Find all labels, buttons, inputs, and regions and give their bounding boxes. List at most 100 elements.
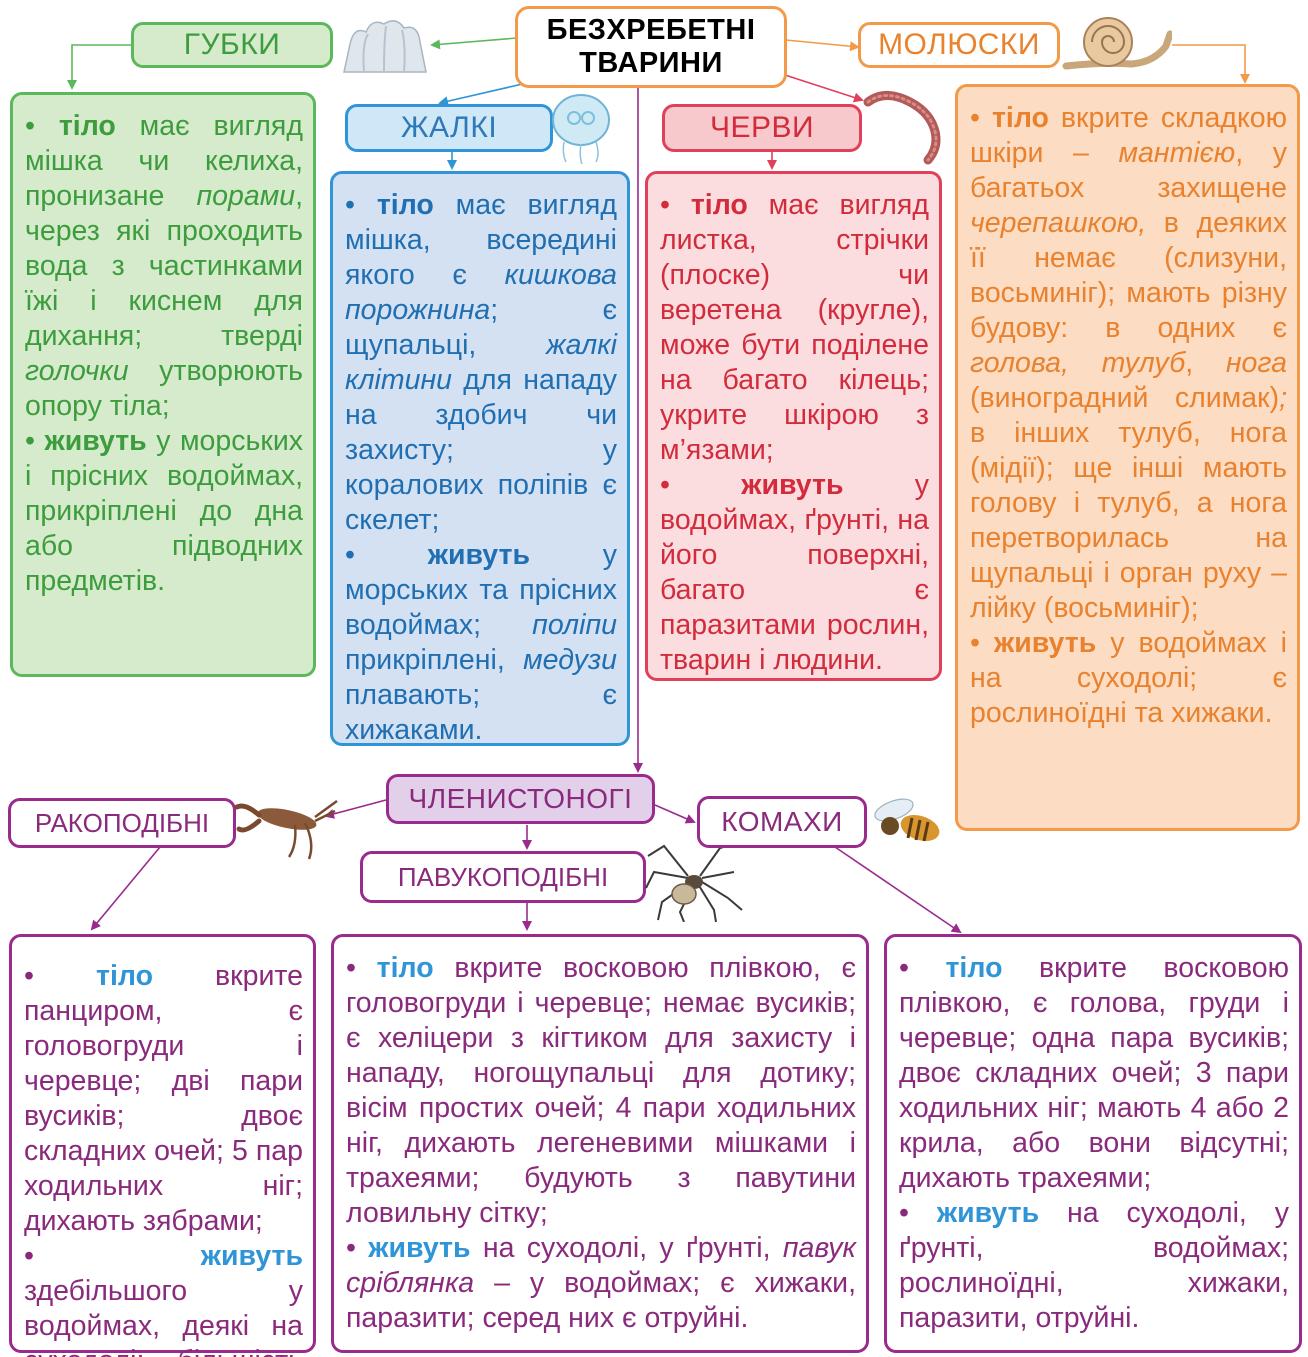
text-run: вкрите склад­кою шкіри – <box>970 102 1287 169</box>
text-run: • <box>970 627 994 659</box>
arrow-to-crustaceans <box>324 799 387 819</box>
molluscs-box: • тіло вкрите склад­кою шкіри – ман­тією… <box>955 84 1300 831</box>
text-run: , через які проходить вода з частинками … <box>25 180 303 352</box>
text-run: (виноградний сли­мак) <box>970 382 1280 414</box>
molluscs-label: МОЛЮСКИ <box>858 22 1060 68</box>
arrow-insects-box <box>834 846 962 934</box>
text-run: у мор­ських та прісних водоймах; <box>345 539 617 641</box>
text-run: • <box>345 539 428 571</box>
text-run: • <box>660 469 742 501</box>
cnidarians-label-text: ЖАЛКІ <box>400 111 498 144</box>
text-run: павук сріблянка <box>346 1232 856 1299</box>
text-run: тіло <box>690 189 748 221</box>
crustaceans-label-text: РАКОПОДІБНІ <box>34 807 210 838</box>
text-run: ; <box>1279 382 1287 414</box>
text-run: • <box>24 1240 201 1272</box>
arachnids-label-text: ПАВУКОПОДІБНІ <box>397 861 609 892</box>
text-run: • <box>970 102 992 134</box>
text-run: • <box>24 960 96 992</box>
text-run: утворюють опору тіла; <box>25 355 303 422</box>
text-run: тіло <box>945 952 1003 984</box>
text-run: тіло <box>991 102 1049 134</box>
insects-label-text: КОМАХИ <box>721 806 843 837</box>
sponges-box: • тіло має ви­гляд мішка чи ке­лиха, про… <box>10 92 316 677</box>
text-run: черепаш­кою, <box>970 207 1147 239</box>
text-run: • <box>346 1232 369 1264</box>
insects-label: КОМАХИ <box>697 796 867 848</box>
text-run: живуть <box>427 539 530 571</box>
text-run: тіло <box>96 960 154 992</box>
sponges-body: • тіло має ви­гляд мішка чи ке­лиха, про… <box>25 109 303 424</box>
text-run: тіло <box>376 952 434 984</box>
arrow-to-sponges <box>430 37 518 50</box>
text-run: , у багатьох захищене <box>970 137 1287 204</box>
text-run: має ви­гляд мішка чи ке­лиха, пронизане <box>25 110 303 212</box>
text-run: на суходолі, у ґрунті, <box>470 1232 783 1264</box>
text-run: живуть <box>994 627 1097 659</box>
text-run: живуть <box>44 425 147 457</box>
text-run: вкрите пан­циром, є голово­груди і черев… <box>24 960 303 1237</box>
worms-box: • тіло має вигляд листка, стрічки (плоск… <box>645 171 942 681</box>
text-run: жалкі клітини <box>345 329 617 396</box>
arthropods-label-text: ЧЛЕНИСТОНОГІ <box>408 783 633 814</box>
arachnids-label: ПАВУКОПОДІБНІ <box>360 851 646 903</box>
cnidarians-box: • тіло має вигляд мішка, всередині якого… <box>330 171 630 746</box>
text-run: тіло <box>376 189 434 221</box>
sponges-label: ГУБКИ <box>131 22 333 68</box>
text-run: , <box>1185 347 1226 379</box>
cnidarians-habitat: • живуть у мор­ських та прісних водоймах… <box>345 538 617 748</box>
arrow-to-insects <box>654 804 696 824</box>
text-run: живуть <box>936 1197 1040 1229</box>
arrow-molluscs-box <box>1172 44 1250 84</box>
text-run: порами <box>196 180 296 212</box>
text-run: на суходолі, у ґрунті, водоймах; росли­н… <box>899 1197 1289 1334</box>
cnidarians-label: ЖАЛКІ <box>345 104 553 152</box>
text-run: живуть <box>741 469 844 501</box>
worms-label-text: ЧЕРВИ <box>709 111 815 144</box>
title-box: БЕЗХРЕБЕТНІ ТВАРИНИ <box>515 6 787 88</box>
text-run: в деяких її не­має (слизуни, вось­миніг)… <box>970 207 1287 344</box>
text-run: ман­тією <box>1118 137 1236 169</box>
text-run: – у водоймах; є хижаки, паразити; серед … <box>346 1267 856 1334</box>
text-run: кишкова порожнина <box>345 259 617 326</box>
text-run: • <box>25 110 59 142</box>
insects-box: • тіло вкрите восковою плівкою, є голова… <box>884 934 1302 1353</box>
text-run: ме­дузи <box>523 644 617 676</box>
molluscs-label-text: МОЛЮСКИ <box>878 28 1040 61</box>
crustaceans-habitat: • живуть здебіль­шого у водоймах, деякі … <box>24 1239 303 1357</box>
text-run: тіло <box>58 110 116 142</box>
text-run: здебіль­шого у водоймах, деякі на суходо… <box>24 1275 303 1357</box>
arrow-to-worms <box>784 74 864 103</box>
text-run: має вигляд листка, стрічки (плоске) чи в… <box>660 189 929 466</box>
text-run: у водой­мах, ґрунті, на його поверхні, б… <box>660 469 929 676</box>
sponges-label-text: ГУБКИ <box>183 28 281 61</box>
cnidarians-body: • тіло має вигляд мішка, всередині якого… <box>345 188 617 538</box>
text-run: • <box>345 189 377 221</box>
text-run: • <box>899 952 946 984</box>
spider-icon <box>645 841 743 922</box>
text-run: живуть <box>200 1240 303 1272</box>
molluscs-habitat: • живуть у водой­мах і на суходолі; є ро… <box>970 626 1287 731</box>
text-run: ; є щупальці, <box>345 294 617 361</box>
text-run: го­лочки <box>25 355 129 387</box>
insects-body: • тіло вкрите восковою плівкою, є голова… <box>899 951 1289 1196</box>
insects-habitat: • живуть на суходолі, у ґрунті, водоймах… <box>899 1196 1289 1336</box>
text-run: нога <box>1225 347 1287 379</box>
worms-body: • тіло має вигляд листка, стрічки (плоск… <box>660 188 929 468</box>
text-run: живуть <box>368 1232 471 1264</box>
arrow-to-molluscs <box>785 39 860 52</box>
worms-label: ЧЕРВИ <box>662 104 862 152</box>
arachnids-habitat: • живуть на суходолі, у ґрунті, павук ср… <box>346 1231 856 1336</box>
text-run: плавають; є хижаками. <box>345 679 617 746</box>
worms-habitat: • живуть у водой­мах, ґрунті, на його по… <box>660 468 929 678</box>
arrow-crustaceans-box <box>90 846 161 931</box>
crustaceans-box: • тіло вкрите пан­циром, є голово­груди … <box>9 934 316 1357</box>
text-run: у водой­мах і на суходолі; є рослиноїдні… <box>970 627 1287 729</box>
text-run: в інших тулуб, нога (мідії); ще інші маю… <box>970 417 1287 624</box>
text-run: • <box>899 1197 937 1229</box>
text-run: для на­паду на здобич чи захисту; у ко­р… <box>345 364 617 536</box>
worm-icon <box>863 91 941 165</box>
arachnids-box: • тіло вкрите восковою плівкою, є голово… <box>331 934 869 1353</box>
sponge-icon <box>343 20 427 73</box>
